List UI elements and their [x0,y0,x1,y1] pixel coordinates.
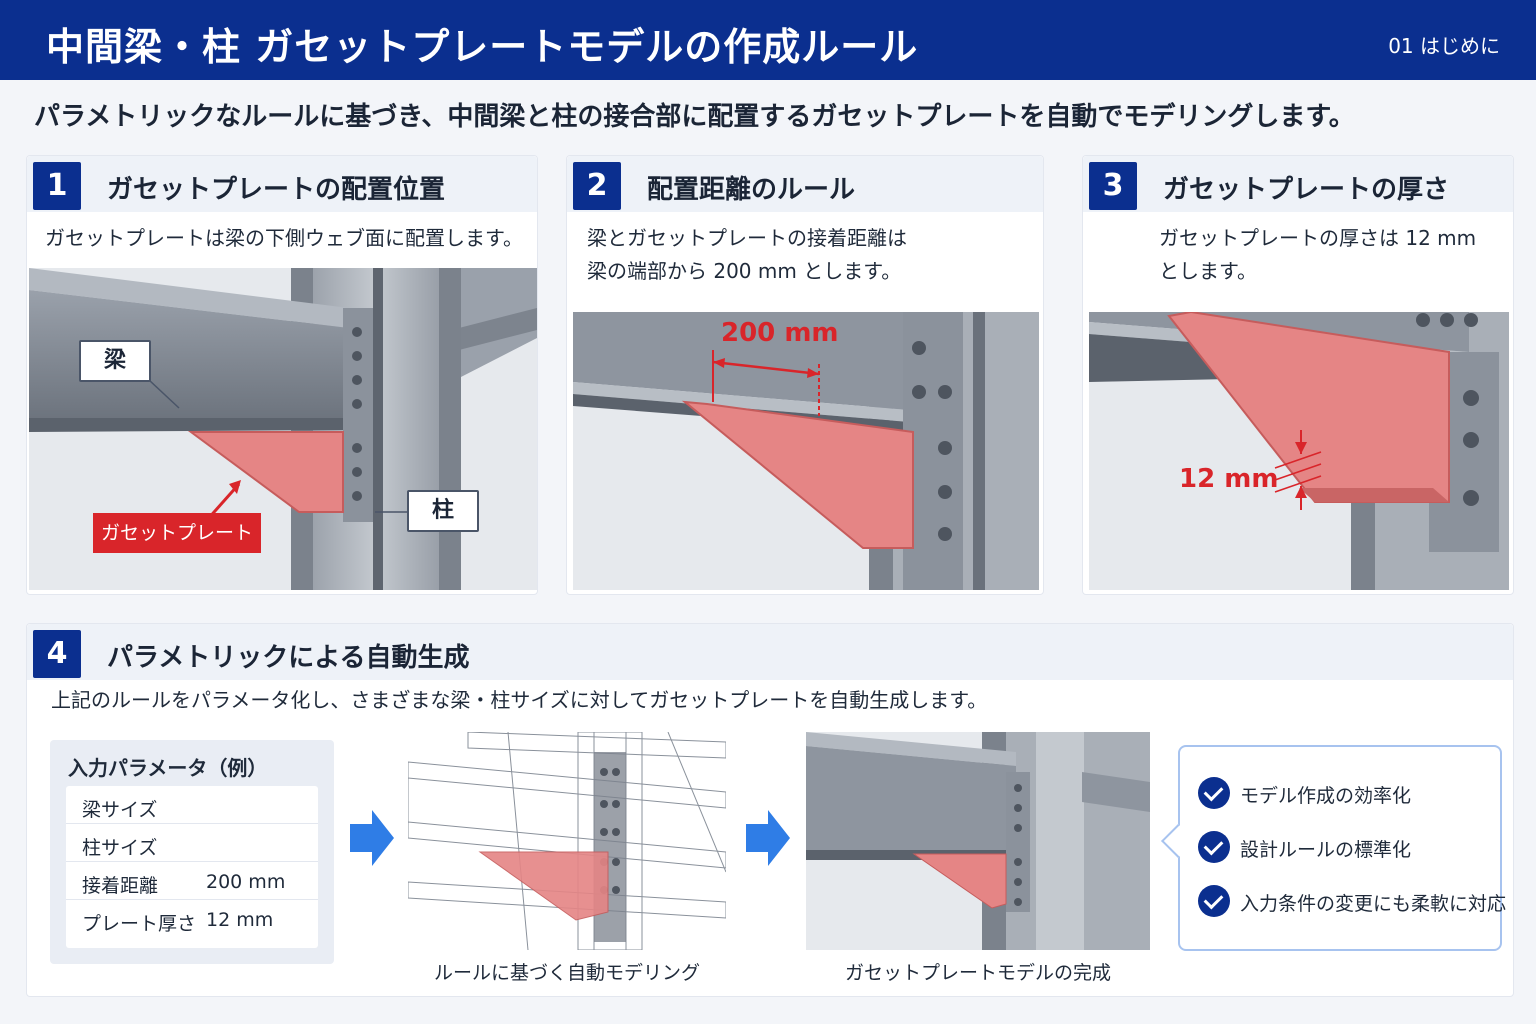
card-title: ガセットプレートの厚さ [1163,175,1450,205]
card-title: ガセットプレートの配置位置 [107,175,446,205]
parameter-row: 接着距離 200 mm [66,862,318,900]
thickness-illustration [1089,312,1509,590]
card-header: 3 ガセットプレートの厚さ [1083,156,1513,212]
card-header: 2 配置距離のルール [567,156,1043,212]
flow-caption-completed: ガセットプレートモデルの完成 [844,962,1111,984]
card-title: パラメトリックによる自動生成 [107,643,470,673]
page-title: 中間梁・柱 ガセットプレートモデルの作成ルール [46,25,919,69]
card-description: 上記のルールをパラメータ化し、さまざまな梁・柱サイズに対してガセットプレートを自… [51,688,988,712]
step-number: 4 [33,630,81,678]
card-thickness: 3 ガセットプレートの厚さ ガセットプレートの厚さは 12 mm とします。 [1082,155,1514,595]
thickness-dimension: 12 mm [1179,464,1279,494]
check-icon [1198,831,1230,863]
page-header: 中間梁・柱 ガセットプレートモデルの作成ルール 01 はじめに [0,0,1536,80]
gusset-plate-label: ガセットプレート [93,513,261,553]
card-distance: 2 配置距離のルール 梁とガセットプレートの接着距離は 梁の端部から 200 m… [566,155,1044,595]
benefits-panel: モデル作成の効率化 設計ルールの標準化 入力条件の変更にも柔軟に対応 [1161,745,1506,951]
section-label: 01 はじめに [1388,34,1500,58]
check-icon [1198,777,1230,809]
card-description: ガセットプレートの厚さは 12 mm とします。 [1159,226,1477,283]
parameter-row: 柱サイズ [66,824,318,862]
card-title: 配置距離のルール [647,175,856,205]
parameter-row: プレート厚さ 12 mm [82,909,274,935]
parameter-row: 梁サイズ [66,786,318,824]
card-description: 梁とガセットプレートの接着距離は 梁の端部から 200 mm とします。 [587,226,907,283]
input-parameters: 入力パラメータ（例） 梁サイズ 柱サイズ 接着距離 200 mm プレート厚さ … [50,740,334,964]
distance-illustration [573,312,1039,590]
card-placement: 1 ガセットプレートの配置位置 ガセットプレートは梁の下側ウェブ面に配置します。 [26,155,538,595]
flow-arrow-icon [350,810,394,866]
flow-caption-auto-modeling: ルールに基づく自動モデリング [433,962,700,984]
card-header: 1 ガセットプレートの配置位置 [27,156,537,212]
flow-arrow-icon [746,810,790,866]
column-label: 柱 [407,490,479,532]
step-number: 1 [33,162,81,210]
card-description: ガセットプレートは梁の下側ウェブ面に配置します。 [45,226,523,250]
parameters-table: 梁サイズ 柱サイズ 接着距離 200 mm プレート厚さ 12 mm [66,786,318,948]
card-header: 4 パラメトリックによる自動生成 [27,624,1513,680]
wireframe-model-image [408,732,726,950]
placement-illustration [29,268,537,590]
step-number: 2 [573,162,621,210]
lead-text: パラメトリックなルールに基づき、中間梁と柱の接合部に配置するガセットプレートを自… [34,102,1355,132]
step-number: 3 [1089,162,1137,210]
completed-model-image [806,732,1150,950]
distance-dimension: 200 mm [721,318,839,348]
check-icon [1198,885,1230,917]
parameters-title: 入力パラメータ（例） [68,756,268,780]
beam-label: 梁 [79,340,151,382]
